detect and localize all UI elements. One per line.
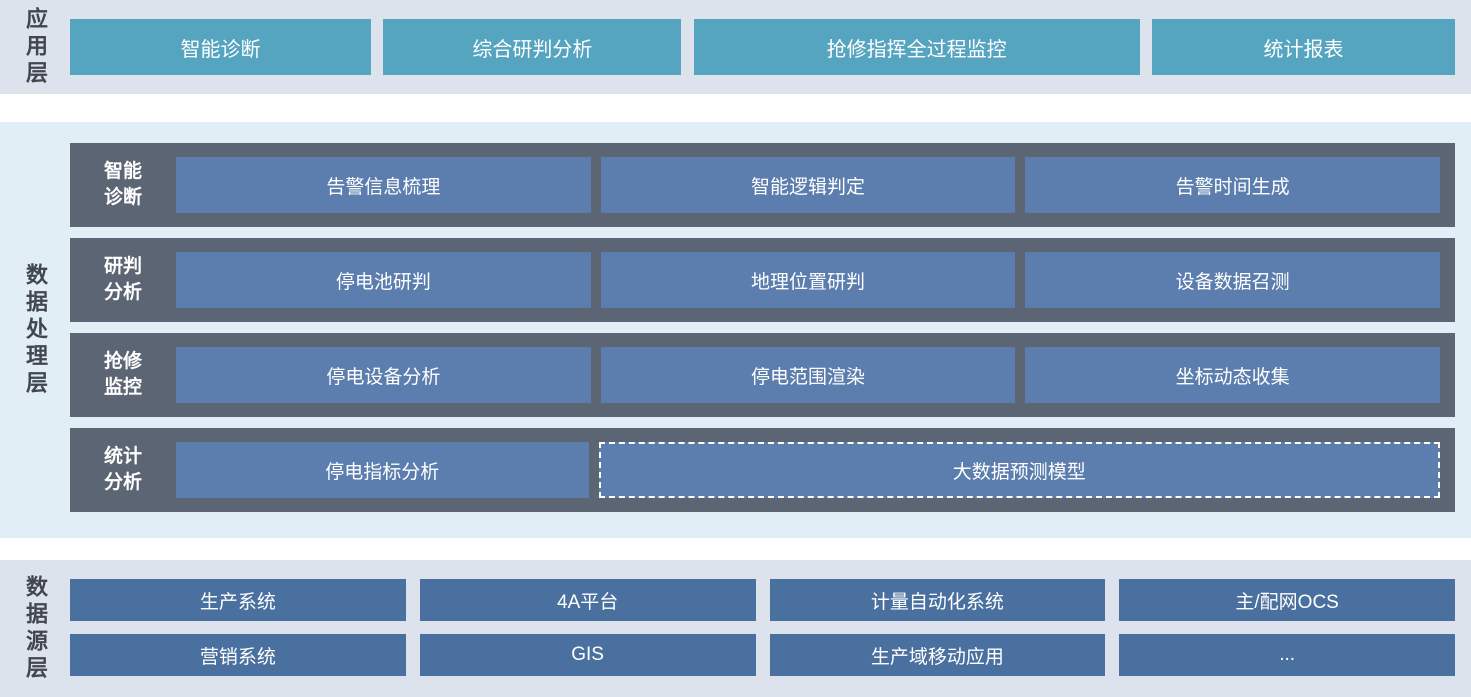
box-main-distribution-ocs: 主/配网OCS xyxy=(1119,579,1455,621)
box-geo-location-analysis: 地理位置研判 xyxy=(600,252,1016,308)
app-button-comprehensive-analysis: 综合研判分析 xyxy=(383,19,682,75)
processing-rows: 智能 诊断 告警信息梳理 智能逻辑判定 告警时间生成 研判 分析 停电池研判 地… xyxy=(70,122,1455,538)
processing-row-statistics: 统计 分析 停电指标分析 大数据预测模型 xyxy=(70,428,1455,512)
row-label-statistics: 统计 分析 xyxy=(103,446,142,493)
app-button-statistical-reports: 统计报表 xyxy=(1151,19,1455,75)
application-layer-label: 应用层 xyxy=(23,6,48,88)
box-outage-pool-analysis: 停电池研判 xyxy=(176,252,591,308)
source-row-2: 营销系统 GIS 生产域移动应用 ... xyxy=(70,634,1455,676)
box-big-data-prediction-model: 大数据预测模型 xyxy=(598,442,1440,498)
row-label-analysis: 研判 分析 xyxy=(103,256,142,303)
box-marketing-system: 营销系统 xyxy=(70,634,406,676)
box-gis: GIS xyxy=(419,634,756,676)
processing-row-repair-monitoring: 抢修 监控 停电设备分析 停电范围渲染 坐标动态收集 xyxy=(70,333,1455,417)
box-ellipsis: ... xyxy=(1119,634,1455,676)
data-processing-layer: 数据处理层 智能 诊断 告警信息梳理 智能逻辑判定 告警时间生成 研判 分析 停… xyxy=(0,122,1471,538)
application-buttons-row: 智能诊断 综合研判分析 抢修指挥全过程监控 统计报表 xyxy=(70,0,1455,94)
box-device-data-recall: 设备数据召测 xyxy=(1025,252,1441,308)
app-button-smart-diagnosis: 智能诊断 xyxy=(70,19,371,75)
data-processing-layer-rail: 数据处理层 xyxy=(0,122,70,538)
box-coordinate-dynamic-collection: 坐标动态收集 xyxy=(1025,347,1441,403)
box-outage-range-rendering: 停电范围渲染 xyxy=(600,347,1016,403)
box-4a-platform: 4A平台 xyxy=(419,579,756,621)
data-source-layer-rail: 数据源层 xyxy=(0,560,70,697)
box-alarm-info-sorting: 告警信息梳理 xyxy=(176,157,591,213)
processing-row-analysis: 研判 分析 停电池研判 地理位置研判 设备数据召测 xyxy=(70,238,1455,322)
box-alarm-time-generation: 告警时间生成 xyxy=(1025,157,1441,213)
data-source-layer-label: 数据源层 xyxy=(23,574,48,683)
data-processing-layer-label: 数据处理层 xyxy=(23,262,48,398)
box-outage-indicator-analysis: 停电指标分析 xyxy=(176,442,589,498)
row-label-smart-diagnosis: 智能 诊断 xyxy=(103,161,142,208)
box-outage-device-analysis: 停电设备分析 xyxy=(176,347,591,403)
app-button-repair-command-monitoring: 抢修指挥全过程监控 xyxy=(693,19,1140,75)
box-smart-logic-judgment: 智能逻辑判定 xyxy=(600,157,1016,213)
box-production-system: 生产系统 xyxy=(70,579,406,621)
application-layer-rail: 应用层 xyxy=(0,0,70,94)
source-row-1: 生产系统 4A平台 计量自动化系统 主/配网OCS xyxy=(70,579,1455,621)
box-metering-automation-system: 计量自动化系统 xyxy=(769,579,1106,621)
processing-row-smart-diagnosis: 智能 诊断 告警信息梳理 智能逻辑判定 告警时间生成 xyxy=(70,143,1455,227)
source-rows: 生产系统 4A平台 计量自动化系统 主/配网OCS 营销系统 GIS 生产域移动… xyxy=(70,560,1455,697)
data-source-layer: 数据源层 生产系统 4A平台 计量自动化系统 主/配网OCS 营销系统 GIS … xyxy=(0,560,1471,697)
application-layer: 应用层 智能诊断 综合研判分析 抢修指挥全过程监控 统计报表 xyxy=(0,0,1471,94)
box-production-mobile-app: 生产域移动应用 xyxy=(769,634,1106,676)
row-label-repair-monitoring: 抢修 监控 xyxy=(103,351,142,398)
